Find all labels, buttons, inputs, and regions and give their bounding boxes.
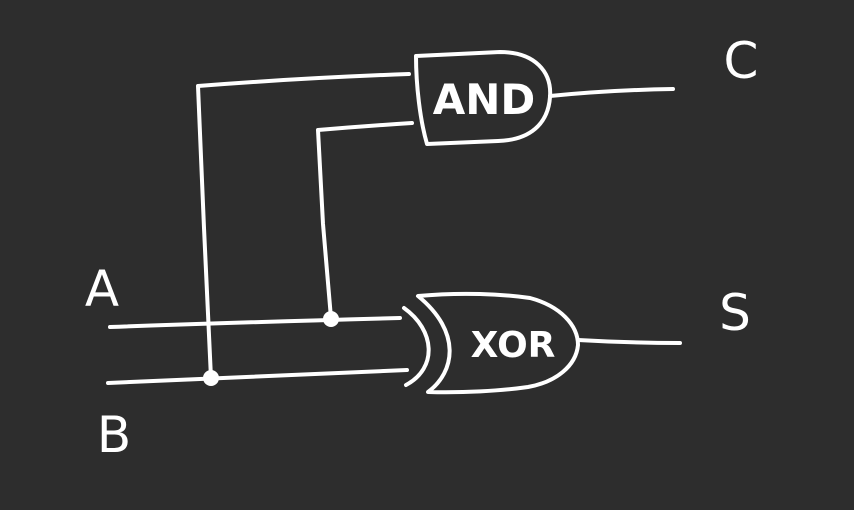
junction-b-dot (203, 370, 219, 386)
junction-a-dot (323, 311, 339, 327)
output-c-label: C (724, 32, 759, 90)
sum-output-wire (576, 338, 682, 345)
b-to-and-wire (196, 72, 411, 380)
input-a-wire (108, 316, 402, 329)
carry-output-wire (548, 87, 675, 98)
output-s-label: S (719, 284, 751, 342)
xor-gate (416, 291, 580, 395)
input-a-label: A (85, 260, 119, 318)
xor-gate-label: XOR (471, 325, 556, 366)
input-b-label: B (97, 406, 131, 464)
and-gate-label: AND (433, 75, 536, 124)
xor-gate-back-curve (402, 306, 431, 387)
a-to-and-wire (316, 121, 414, 320)
and-gate (414, 50, 553, 146)
input-b-wire (106, 368, 409, 385)
